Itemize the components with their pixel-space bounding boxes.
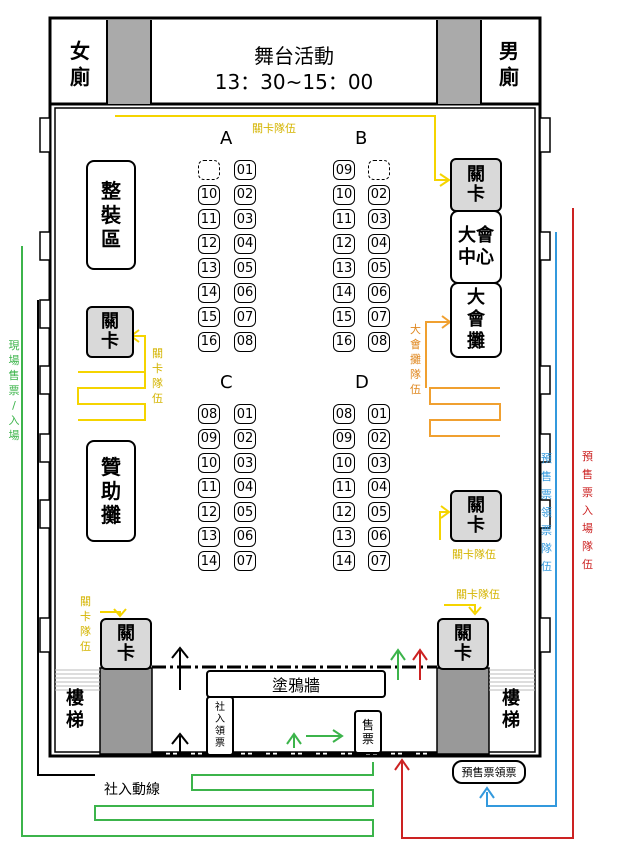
stage-time: 13：30~15：00 (214, 70, 374, 94)
seat-c-left-5: 13 (198, 526, 220, 547)
seat-a-left-7: 16 (198, 331, 220, 352)
gate-queue-label-right-bottom: 關卡隊伍 (456, 588, 500, 601)
graffiti-wall: 塗鴉牆 (206, 670, 386, 698)
seat-b-right-6: 07 (368, 307, 390, 327)
seat-b-right-4: 05 (368, 258, 390, 278)
seat-d-left-4: 12 (333, 502, 355, 522)
seat-c-right-5: 06 (234, 526, 256, 547)
seat-a-right-3: 04 (234, 233, 256, 254)
convention-booth: 大 會 攤 (450, 282, 502, 358)
zone-d-label: D (355, 372, 369, 393)
seat-b-right-3: 04 (368, 233, 390, 254)
presale-pickup-booth: 預售票領票 (452, 760, 526, 784)
gate-right-top: 關 卡 (450, 158, 502, 212)
seat-c-right-2: 03 (234, 453, 256, 473)
seat-d-right-6: 07 (368, 551, 390, 571)
zone-c-label: C (220, 372, 233, 393)
seat-d-right-3: 04 (368, 477, 390, 498)
sponsor-booth: 贊 助 攤 (86, 440, 136, 542)
seat-a-right-0: 01 (234, 160, 256, 180)
club-ticket-booth: 社 入 領 票 (206, 696, 234, 756)
seat-b-left-2: 11 (333, 209, 355, 229)
seat-d-right-4: 05 (368, 502, 390, 522)
seat-c-right-6: 07 (234, 551, 256, 571)
seat-b-left-3: 12 (333, 233, 355, 254)
seat-a-right-1: 02 (234, 184, 256, 205)
seat-a-right-4: 05 (234, 258, 256, 278)
seat-d-right-5: 06 (368, 526, 390, 547)
stair-block-left (99, 667, 153, 755)
seat-c-left-2: 10 (198, 453, 220, 473)
stairs-left-label: 樓 梯 (66, 688, 84, 731)
seat-a-right-2: 03 (234, 209, 256, 229)
seat-d-left-2: 10 (333, 453, 355, 473)
seat-a-left-4: 13 (198, 258, 220, 278)
womens-restroom: 女 廁 (70, 39, 90, 89)
seat-b-left-6: 15 (333, 307, 355, 327)
seat-c-left-1: 09 (198, 428, 220, 449)
seat-a-left-6: 15 (198, 307, 220, 327)
gate-right-mid: 關 卡 (450, 490, 502, 542)
seat-a-right-6: 07 (234, 307, 256, 327)
seat-b-left-5: 14 (333, 282, 355, 303)
booth-queue-label: 大 會 攤 隊 伍 (410, 323, 421, 396)
zone-a-label: A (220, 128, 233, 149)
seat-d-left-3: 11 (333, 477, 355, 498)
stage-title: 舞台活動 (254, 44, 334, 68)
zone-b-label: B (355, 128, 368, 149)
seat-a-right-7: 08 (234, 331, 256, 352)
gate-queue-label-right: 關卡隊伍 (452, 548, 496, 561)
dressing-area: 整 裝 區 (86, 160, 136, 270)
seat-d-left-0: 08 (333, 404, 355, 424)
mens-restroom: 男 廁 (499, 39, 519, 89)
seat-c-right-0: 01 (234, 404, 256, 424)
seat-a-left-5: 14 (198, 282, 220, 303)
stair-block-right (436, 667, 490, 755)
seat-b-right-0 (368, 160, 390, 180)
gate-queue-label-top: 關卡隊伍 (252, 122, 296, 135)
seat-a-left-0 (198, 160, 220, 180)
seat-c-left-0: 08 (198, 404, 220, 424)
ticket-sale-booth: 售 票 (354, 710, 382, 754)
seat-b-left-1: 10 (333, 184, 355, 205)
presale-entry-queue-label: 預 售 票 入 場 隊 伍 (582, 450, 593, 571)
seat-c-right-1: 02 (234, 428, 256, 449)
presale-pickup-queue-label: 預 售 票 領 票 隊 伍 (541, 452, 552, 573)
seat-d-left-1: 09 (333, 428, 355, 449)
onsite-sale-label: 現 場 售 票 / 入 場 (8, 339, 20, 442)
seat-b-right-2: 03 (368, 209, 390, 229)
stairs-right-label: 樓 梯 (502, 688, 520, 731)
convention-center: 大會 中心 (450, 210, 502, 284)
gate-bottom-right: 關 卡 (437, 618, 489, 670)
seat-b-left-7: 16 (333, 331, 355, 352)
seat-d-right-2: 03 (368, 453, 390, 473)
seat-c-left-6: 14 (198, 551, 220, 571)
gate-left-mid: 關 卡 (86, 306, 134, 358)
seat-c-left-4: 12 (198, 502, 220, 522)
seat-a-right-5: 06 (234, 282, 256, 303)
seat-a-left-2: 11 (198, 209, 220, 229)
seat-d-left-6: 14 (333, 551, 355, 571)
seat-b-left-4: 13 (333, 258, 355, 278)
seat-c-right-3: 04 (234, 477, 256, 498)
seat-d-right-0: 01 (368, 404, 390, 424)
left-pillar (107, 20, 151, 104)
seat-b-right-7: 08 (368, 331, 390, 352)
seat-a-left-1: 10 (198, 184, 220, 205)
seat-b-right-5: 06 (368, 282, 390, 303)
seat-b-left-0: 09 (333, 160, 355, 180)
gate-queue-label-bottom-left: 關 卡 隊 伍 (80, 595, 91, 653)
gate-bottom-left: 關 卡 (100, 618, 152, 670)
seat-a-left-3: 12 (198, 233, 220, 254)
seat-c-left-3: 11 (198, 477, 220, 498)
gate-queue-label-left: 關 卡 隊 伍 (152, 347, 163, 405)
seat-d-right-1: 02 (368, 428, 390, 449)
seat-c-right-4: 05 (234, 502, 256, 522)
seat-d-left-5: 13 (333, 526, 355, 547)
club-entry-route-label: 社入動線 (104, 782, 160, 798)
seat-b-right-1: 02 (368, 184, 390, 205)
right-pillar (437, 20, 481, 104)
